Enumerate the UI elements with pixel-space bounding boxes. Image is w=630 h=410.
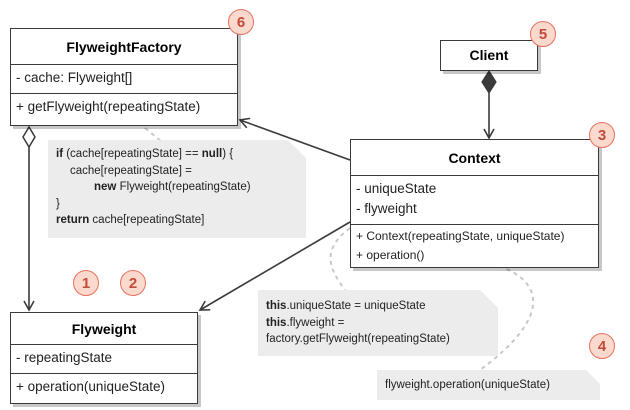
factory-note-connector (144, 127, 163, 143)
client-title: Client (469, 47, 509, 63)
flyweight-factory-title: FlyweightFactory (11, 29, 237, 65)
context-note-line-1: this.uniqueState = uniqueState (266, 300, 426, 312)
context-fields: - uniqueState - flyweight (351, 176, 598, 225)
flyweight-title: Flyweight (11, 313, 197, 345)
client-composition-diamond (481, 69, 497, 95)
context-field-flyweight: - flyweight (356, 201, 417, 216)
flyweight-method-operation: + operation(uniqueState) (16, 379, 165, 394)
badge-context: 3 (589, 122, 615, 148)
badge-flyweight-2: 2 (120, 270, 146, 296)
flyweight-field-repeatingstate: - repeatingState (16, 350, 113, 365)
flyweight-factory-fields: - cache: Flyweight[] (11, 65, 237, 94)
badge-flyweight-1: 1 (73, 270, 99, 296)
context-to-flyweight-arrow (198, 221, 351, 311)
context-title: Context (351, 140, 598, 176)
flyweight-fields: - repeatingState (11, 345, 197, 374)
factory-code-note: if (cache[repeatingState] == null) { cac… (48, 140, 306, 238)
flyweight-class: Flyweight - repeatingState + operation(u… (10, 312, 198, 404)
flyweight-methods: + operation(uniqueState) (11, 374, 197, 402)
factory-method-getflyweight: + getFlyweight(repeatingState) (16, 99, 201, 114)
factory-note-line-4: } (56, 197, 60, 210)
badge-client: 5 (530, 21, 556, 47)
badge-operation-note: 4 (589, 333, 615, 359)
factory-note-line-1: if (cache[repeatingState] == null) { (56, 148, 234, 160)
flyweight-factory-methods: + getFlyweight(repeatingState) (11, 94, 237, 124)
factory-field-cache: - cache: Flyweight[] (16, 70, 133, 85)
context-note-connector (329, 227, 351, 291)
operation-code-note: flyweight.operation(uniqueState) (377, 370, 600, 400)
factory-note-line-5: return cache[repeatingState] (56, 214, 205, 226)
context-class: Context - uniqueState - flyweight + Cont… (350, 139, 599, 268)
operation-note-text: flyweight.operation(uniqueState) (385, 379, 550, 391)
factory-aggregation-diamond (22, 125, 36, 149)
client-class: Client (440, 40, 538, 71)
context-to-factory-arrow (238, 117, 351, 161)
flyweight-factory-class: FlyweightFactory - cache: Flyweight[] + … (10, 28, 238, 126)
context-method-operation: + operation() (356, 248, 425, 262)
badge-factory: 6 (228, 9, 254, 35)
context-note-line-2: this.flyweight = (266, 316, 345, 329)
context-methods: + Context(repeatingState, uniqueState) +… (351, 225, 598, 266)
context-method-constructor: + Context(repeatingState, uniqueState) (356, 229, 565, 243)
factory-note-line-2: cache[repeatingState] = (70, 164, 192, 177)
context-field-uniquestate: - uniqueState (356, 181, 437, 196)
context-note-line-3: factory.getFlyweight(repeatingState) (266, 333, 450, 345)
factory-note-line-3: new Flyweight(repeatingState) (94, 181, 251, 193)
context-code-note: this.uniqueState = uniqueState this.flyw… (258, 290, 498, 356)
